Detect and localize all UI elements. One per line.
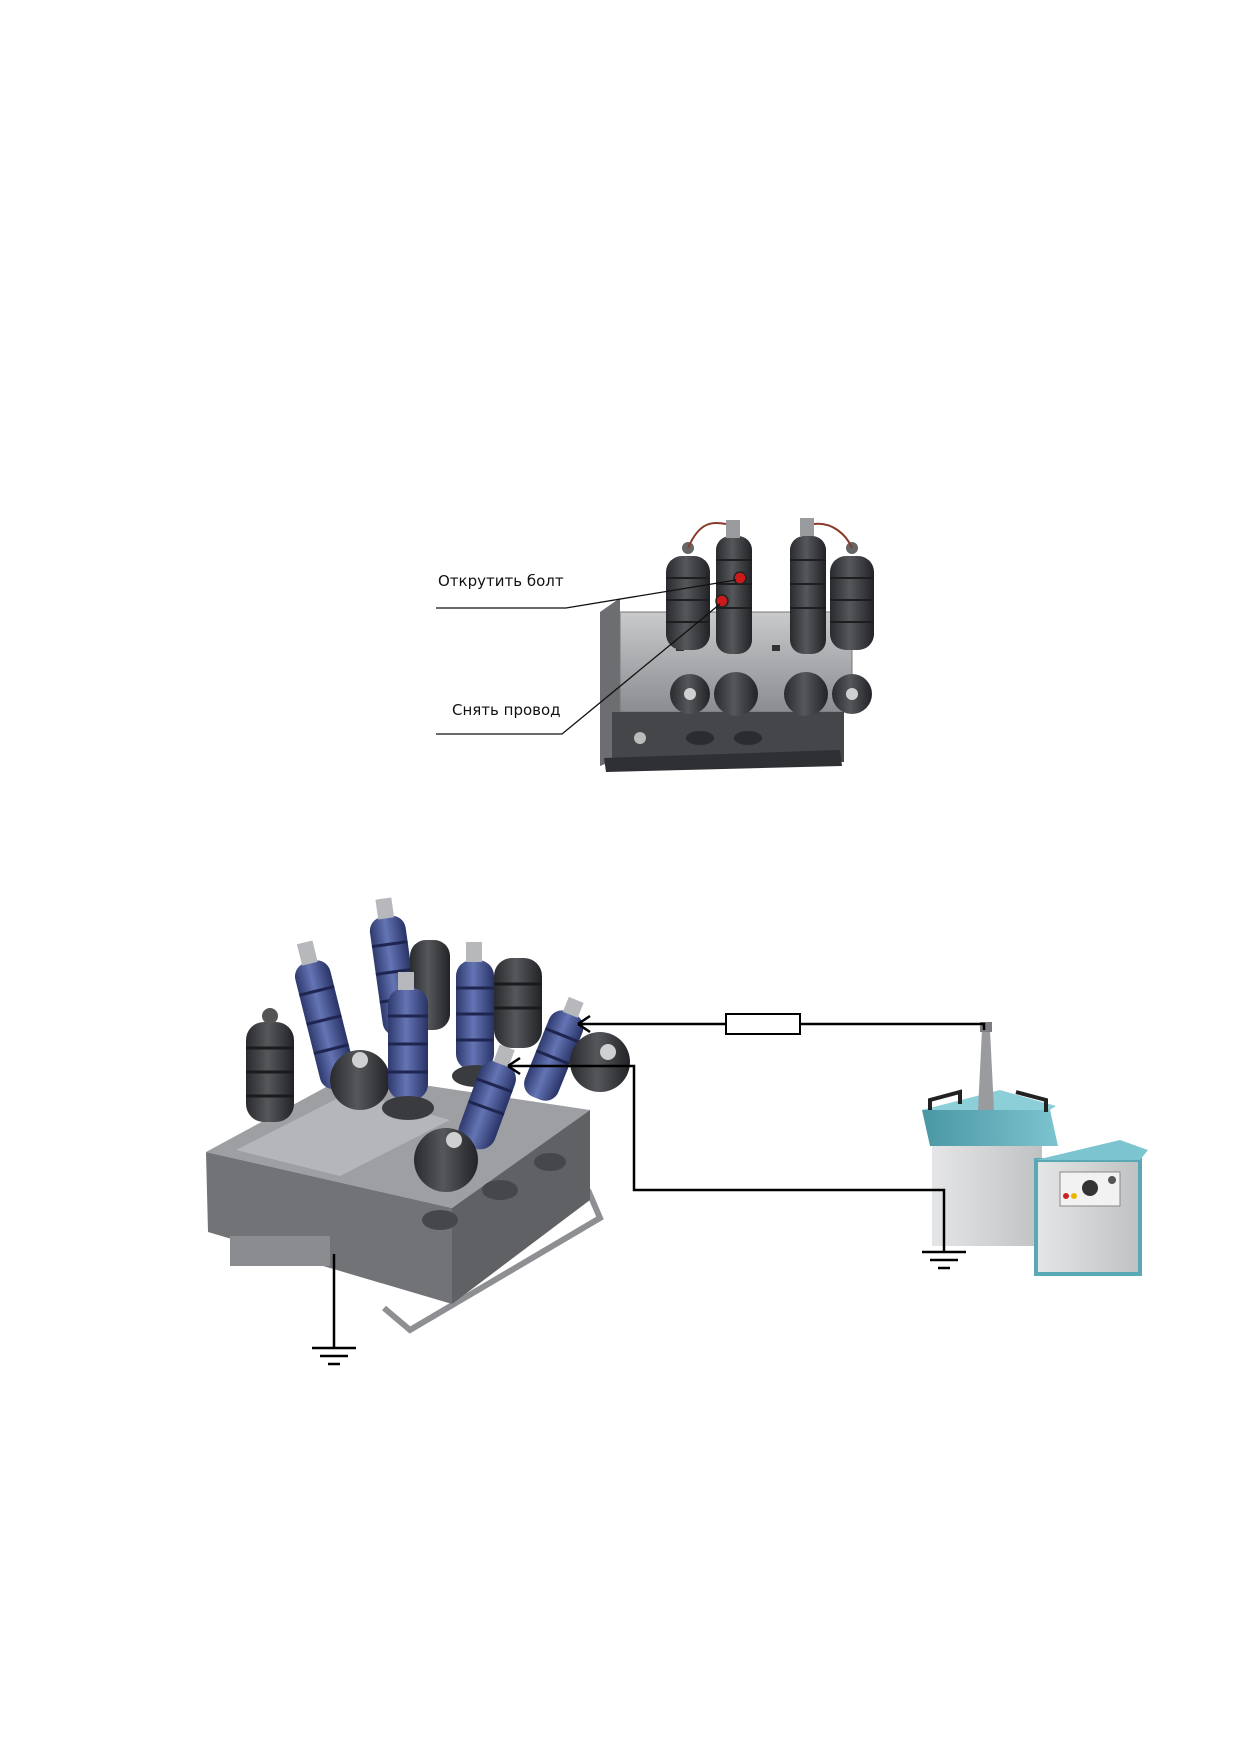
hv-test-set (922, 1022, 1148, 1276)
front-insulator-1 (666, 542, 710, 650)
ground-symbol-icon (922, 1246, 966, 1270)
front-insulator-4 (830, 542, 874, 650)
front-insulator-3 (790, 518, 826, 654)
front-insulator-group (666, 518, 874, 716)
bolt-marker-icon (733, 571, 747, 585)
isometric-insulators (246, 897, 630, 1192)
callout-unscrew-bolt: Открутить болт (438, 572, 564, 590)
callout-remove-wire: Снять провод (452, 701, 561, 719)
test-circuit-wires (507, 1014, 986, 1246)
front-insulator-2 (716, 520, 752, 654)
resistor-icon (725, 1013, 801, 1035)
callout-lines (436, 579, 737, 735)
ground-symbol-icon (312, 1254, 356, 1366)
